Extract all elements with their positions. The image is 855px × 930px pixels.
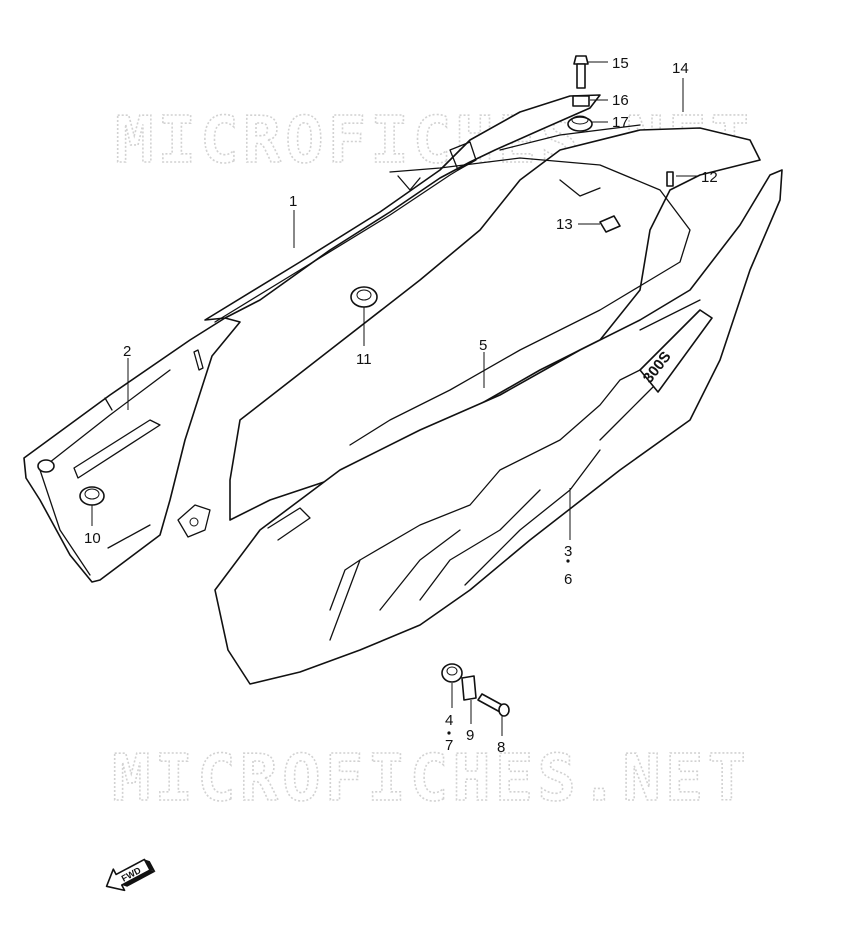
callout-3: 3 [564, 543, 572, 560]
callout-8: 8 [497, 739, 505, 756]
callout-17: 17 [612, 114, 629, 131]
callout-12: 12 [701, 169, 718, 186]
callout-13: 13 [556, 216, 573, 233]
callout-2: 2 [123, 343, 131, 360]
callout-1: 1 [289, 193, 297, 210]
seat-tail-cowl [229, 124, 761, 521]
hardware [79, 55, 674, 717]
callout-16: 16 [612, 92, 629, 109]
callout-14: 14 [672, 60, 689, 77]
callout-15: 15 [612, 55, 629, 72]
callout-10: 10 [84, 530, 101, 547]
tail-side-cover: 300S [214, 169, 783, 685]
callouts: 1 2 3 6 4 7 5 8 9 10 11 12 13 14 15 16 1… [84, 55, 718, 756]
callout-6: 6 [564, 571, 572, 588]
left-frame-cover [23, 317, 241, 583]
callout-11: 11 [356, 351, 372, 368]
callout-4: 4 [445, 712, 453, 729]
callout-9: 9 [466, 727, 474, 744]
callout-5: 5 [479, 337, 487, 354]
frame-rail-cover [177, 94, 601, 538]
watermark-bottom: MICROFICHES.NET [112, 742, 750, 816]
callout-7: 7 [445, 737, 453, 754]
leader-lines [91, 61, 698, 736]
fwd-arrow: FWD [105, 858, 156, 892]
